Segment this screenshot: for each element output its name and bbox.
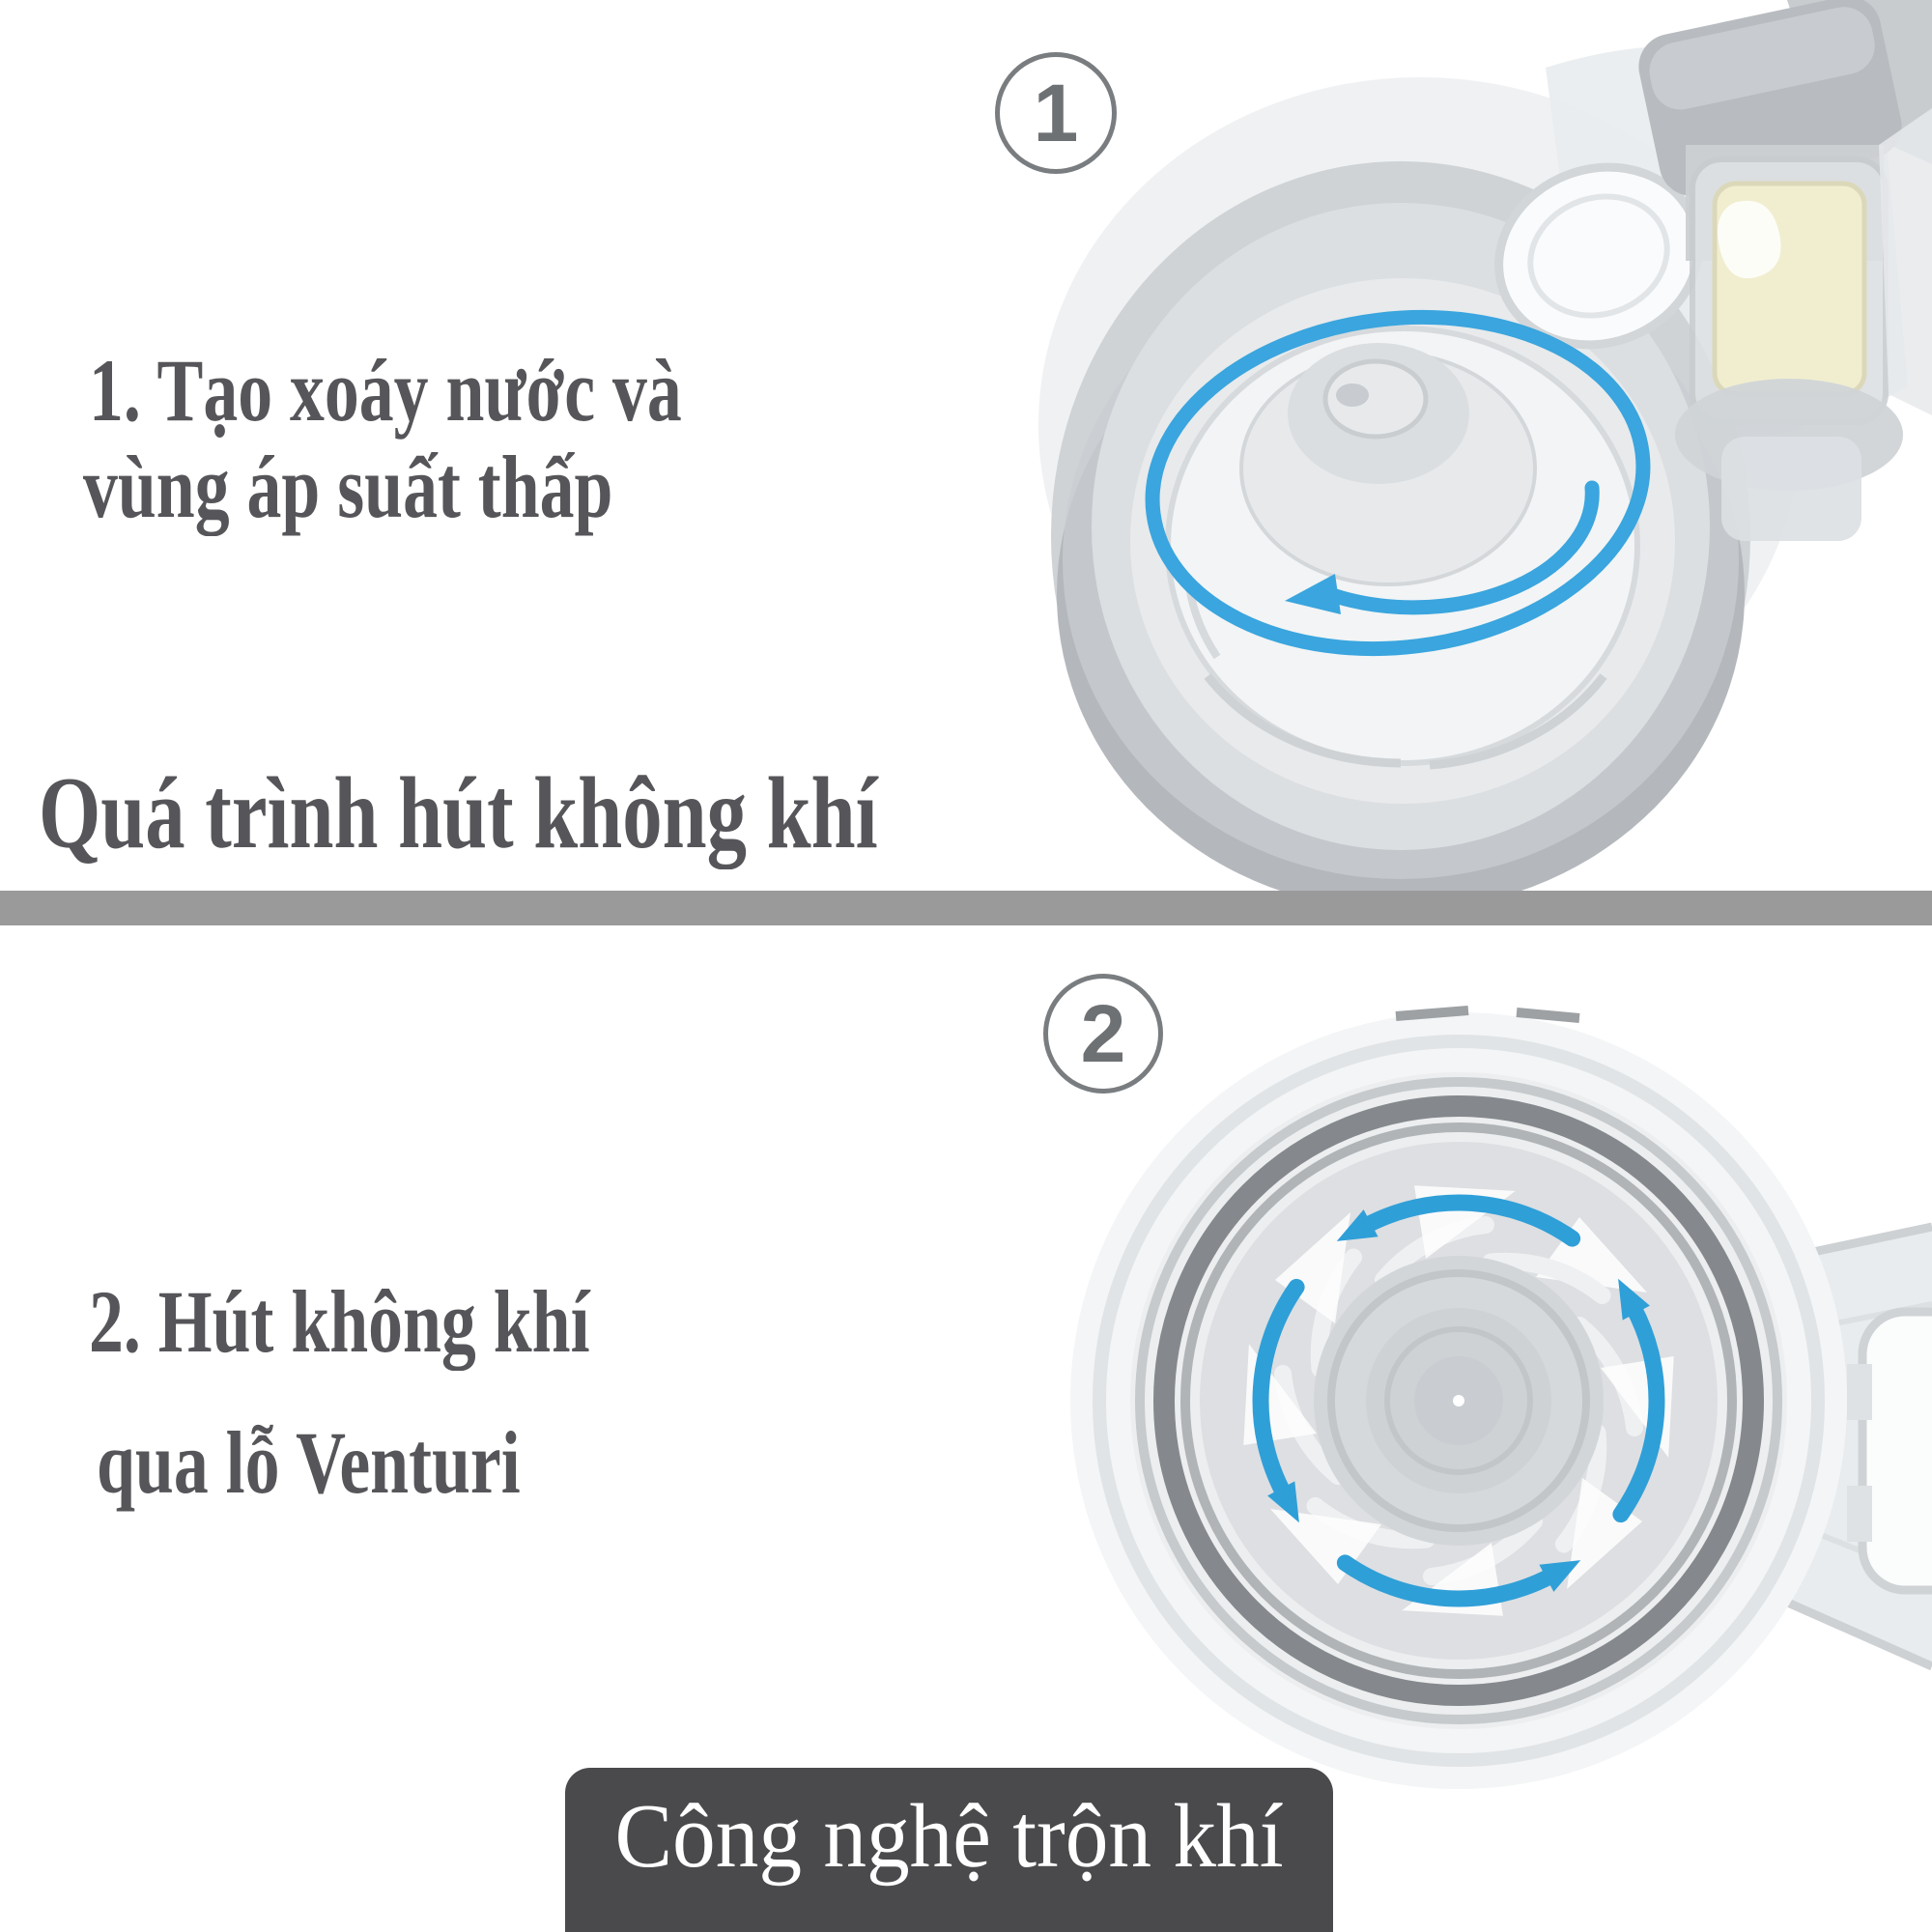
step-1-heading-line1: 1. Tạo xoáy nước và — [89, 341, 682, 440]
canister-highlight — [1718, 200, 1781, 279]
bottom-label-text: Công nghệ trộn khí — [614, 1786, 1284, 1887]
section-divider — [0, 891, 1932, 925]
down-tube — [1721, 437, 1861, 541]
arm-notch — [1847, 1364, 1872, 1420]
rim-mark — [1395, 1006, 1469, 1021]
step-2-badge: 2 — [1043, 974, 1163, 1094]
blade-arc — [1429, 673, 1607, 770]
rim-mark — [1516, 1008, 1580, 1023]
center-dot — [1453, 1395, 1464, 1406]
step-1-badge: 1 — [995, 52, 1117, 174]
swirl-arrow-inner — [1314, 480, 1600, 615]
step-2-heading-line2: qua lỗ Venturi — [97, 1413, 521, 1512]
o-ring-dark — [1153, 1095, 1764, 1706]
arm-end-plate — [1858, 1307, 1932, 1595]
swirl-arrow-outer — [1145, 309, 1651, 657]
arm-notch — [1847, 1486, 1872, 1542]
step-1-number: 1 — [1033, 67, 1079, 158]
right-edge-piece — [1879, 108, 1932, 415]
step-2-number: 2 — [1080, 987, 1126, 1079]
figure-venturi-top-view — [1070, 1006, 1932, 1789]
figure-water-vortex — [1038, 0, 1932, 911]
ring-opening — [1494, 162, 1703, 350]
dome-top-ring — [1322, 358, 1429, 440]
o-ring-inner — [1180, 1122, 1737, 1679]
hub-ring-thin — [1384, 1326, 1533, 1475]
top-caption: Quá trình hút không khí — [39, 756, 878, 869]
dome-hole — [1336, 384, 1369, 407]
blade-arc — [1204, 673, 1402, 768]
ring-band-edge — [1135, 1077, 1782, 1724]
swirl-arrowhead-icon — [1285, 574, 1341, 614]
step-1-heading-line2: vùng áp suất thấp — [83, 438, 613, 536]
bottom-label-box: Công nghệ trộn khí — [565, 1768, 1333, 1932]
venturi-arrow-icon — [1336, 1194, 1581, 1247]
outer-ring-subtle — [1093, 1035, 1825, 1767]
step-2-heading-line1: 2. Hút không khí — [89, 1272, 590, 1371]
